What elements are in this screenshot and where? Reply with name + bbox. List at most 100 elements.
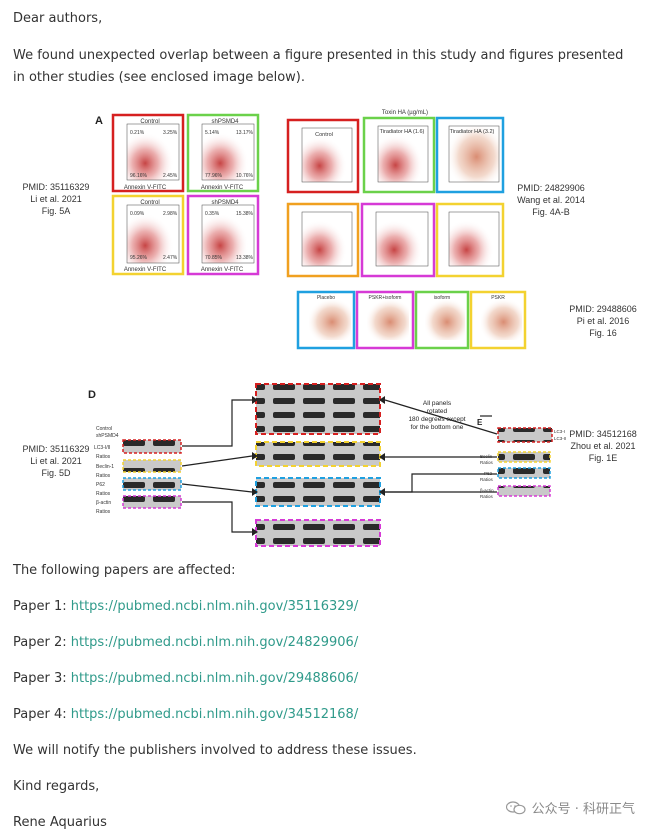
panel-d-letter: D (88, 389, 96, 401)
affected-heading: The following papers are affected: (13, 563, 236, 578)
svg-text:Li et al. 2021: Li et al. 2021 (30, 456, 82, 466)
svg-text:0.35%: 0.35% (205, 211, 220, 217)
svg-text:Ratios: Ratios (480, 494, 494, 499)
svg-text:for the bottom one: for the bottom one (411, 424, 464, 431)
svg-text:70.85%: 70.85% (205, 255, 223, 261)
svg-text:Beclin: Beclin (480, 454, 493, 459)
svg-text:Li et al. 2021: Li et al. 2021 (30, 194, 82, 204)
svg-text:2.45%: 2.45% (163, 173, 178, 179)
svg-text:3.25%: 3.25% (163, 130, 178, 136)
svg-text:PMID: 24829906: PMID: 24829906 (517, 183, 585, 193)
svg-text:P62: P62 (96, 482, 105, 488)
svg-text:PMID: 35116329: PMID: 35116329 (23, 444, 90, 454)
svg-text:Fig. 5D: Fig. 5D (41, 468, 71, 478)
paper-2: Paper 2: https://pubmed.ncbi.nlm.nih.gov… (13, 632, 358, 654)
svg-text:Placebo: Placebo (317, 295, 335, 301)
paper-1-label: Paper 1: (13, 599, 71, 614)
ref-right-mid: PMID: 29488606 Pi et al. 2016 Fig. 16 (569, 304, 637, 338)
svg-text:Ratios: Ratios (480, 477, 494, 482)
svg-text:10.76%: 10.76% (236, 173, 254, 179)
svg-text:Fig. 16: Fig. 16 (589, 328, 617, 338)
svg-text:shPSMD4: shPSMD4 (211, 119, 239, 125)
notify-paragraph: We will notify the publishers involved t… (13, 743, 417, 758)
svg-text:Pi et al. 2016: Pi et al. 2016 (577, 316, 630, 326)
svg-text:Fig. 4A-B: Fig. 4A-B (532, 207, 570, 217)
svg-text:0.09%: 0.09% (130, 211, 145, 217)
connector-arrows (181, 399, 498, 533)
svg-text:LC3-II: LC3-II (554, 436, 566, 441)
signature: Rene Aquarius (13, 815, 107, 830)
svg-text:Control: Control (140, 200, 159, 206)
svg-text:Fig. 1E: Fig. 1E (589, 453, 618, 463)
svg-text:PMID: 35116329: PMID: 35116329 (23, 182, 90, 192)
svg-text:Tiradiator HA (3.2): Tiradiator HA (3.2) (450, 129, 495, 135)
svg-text:Control: Control (140, 119, 159, 125)
svg-text:Wang et al. 2014: Wang et al. 2014 (517, 195, 585, 205)
svg-text:Fig. 5A: Fig. 5A (42, 206, 71, 216)
svg-text:PSKR+isoform: PSKR+isoform (369, 295, 402, 301)
panel-a-letter: A (95, 115, 103, 127)
svg-text:PMID: 29488606: PMID: 29488606 (569, 304, 637, 314)
watermark: 公众号 · 科研正气 (505, 798, 635, 817)
svg-text:Annexin V-FITC: Annexin V-FITC (201, 185, 244, 191)
svg-text:Ratios: Ratios (96, 491, 111, 497)
panel-e-letter: E (477, 418, 483, 427)
svg-text:Ratios: Ratios (96, 509, 111, 515)
figure-svg: A PMID: 35116329 Li et al. 2021 Fig. 5A … (23, 110, 637, 547)
paper-4-link[interactable]: https://pubmed.ncbi.nlm.nih.gov/34512168… (70, 707, 359, 722)
intro-paragraph: We found unexpected overlap between a fi… (13, 48, 624, 85)
svg-text:Control: Control (96, 426, 112, 432)
blot-e: LC3-I LC3-II Beclin Ratios P62 Ratios β-… (480, 427, 566, 499)
paper-3-link[interactable]: https://pubmed.ncbi.nlm.nih.gov/29488606… (70, 671, 359, 686)
svg-text:Annexin V-FITC: Annexin V-FITC (124, 185, 167, 191)
svg-text:shPSMD4: shPSMD4 (96, 433, 119, 439)
greeting: Dear authors, (13, 11, 103, 26)
svg-text:Ratios: Ratios (480, 460, 494, 465)
svg-text:All panels: All panels (423, 400, 452, 407)
wang-flow-plots: Toxin HA (µg/mL) Control Tiradiator HA (… (286, 110, 505, 278)
ref-left-top: PMID: 35116329 Li et al. 2021 Fig. 5A (23, 182, 90, 216)
svg-text:β-actin: β-actin (480, 488, 494, 493)
svg-text:95.26%: 95.26% (130, 255, 148, 261)
svg-text:77.96%: 77.96% (205, 173, 223, 179)
svg-text:180 degrees except: 180 degrees except (408, 416, 465, 423)
enlarged-blots (255, 383, 381, 547)
svg-text:Toxin HA (µg/mL): Toxin HA (µg/mL) (382, 110, 428, 116)
svg-text:LC3-I: LC3-I (554, 429, 565, 434)
ref-right-bottom: PMID: 34512168 Zhou et al. 2021 Fig. 1E (569, 429, 637, 463)
svg-text:rotated: rotated (427, 408, 448, 415)
ref-right-top: PMID: 24829906 Wang et al. 2014 Fig. 4A-… (517, 183, 585, 217)
svg-text:0.21%: 0.21% (130, 130, 145, 136)
svg-text:P62: P62 (484, 471, 493, 476)
paper-4: Paper 4: https://pubmed.ncbi.nlm.nih.gov… (13, 704, 358, 726)
ref-left-bottom: PMID: 35116329 Li et al. 2021 Fig. 5D (23, 444, 90, 478)
pi-flow-plots: Placebo PSKR+isoform isoform PSKR (296, 290, 527, 350)
svg-text:Ratios: Ratios (96, 473, 111, 479)
paper-4-label: Paper 4: (13, 707, 71, 722)
paper-1-link[interactable]: https://pubmed.ncbi.nlm.nih.gov/35116329… (70, 599, 359, 614)
paper-1: Paper 1: https://pubmed.ncbi.nlm.nih.gov… (13, 596, 358, 618)
svg-text:Beclin-1: Beclin-1 (96, 464, 114, 470)
svg-text:Zhou et al. 2021: Zhou et al. 2021 (570, 441, 635, 451)
svg-text:Annexin V-FITC: Annexin V-FITC (201, 267, 244, 273)
rotation-note: All panels rotated 180 degrees except fo… (408, 400, 465, 431)
closing: Kind regards, (13, 779, 100, 794)
paper-3: Paper 3: https://pubmed.ncbi.nlm.nih.gov… (13, 668, 358, 690)
watermark-text: 公众号 · 科研正气 (531, 802, 635, 817)
svg-text:Ratios: Ratios (96, 454, 111, 460)
svg-text:15.38%: 15.38% (236, 211, 254, 217)
svg-text:2.98%: 2.98% (163, 211, 178, 217)
paper-2-label: Paper 2: (13, 635, 71, 650)
svg-text:5.14%: 5.14% (205, 130, 220, 136)
svg-text:isoform: isoform (434, 295, 450, 301)
svg-text:Tiradiator HA (1.6): Tiradiator HA (1.6) (380, 129, 425, 135)
svg-text:LC3-I/II: LC3-I/II (94, 445, 110, 451)
arrow-heads (252, 396, 385, 536)
svg-text:shPSMD4: shPSMD4 (211, 200, 239, 206)
paper-3-label: Paper 3: (13, 671, 71, 686)
svg-text:96.16%: 96.16% (130, 173, 148, 179)
wechat-icon (505, 800, 526, 814)
paper-2-link[interactable]: https://pubmed.ncbi.nlm.nih.gov/24829906… (70, 635, 359, 650)
svg-text:PSKR: PSKR (491, 295, 505, 301)
li-flow-plots: Control Annexin V-FITC 0.21% 3.25% 96.16… (111, 113, 260, 276)
